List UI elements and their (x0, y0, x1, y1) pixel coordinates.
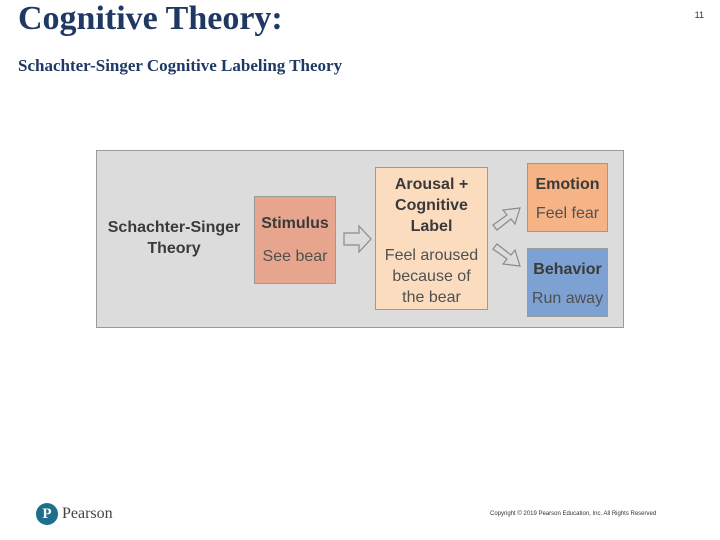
emotion-box: Emotion Feel fear (527, 163, 608, 232)
stimulus-sub: See bear (262, 248, 328, 265)
arrow-arousal-to-behavior-icon (492, 243, 521, 267)
emotion-title: Emotion (535, 176, 600, 193)
behavior-title: Behavior (533, 261, 602, 278)
slide-number: 11 (694, 10, 704, 20)
arousal-sub-line-1: Feel aroused (384, 247, 479, 264)
copyright-notice: Copyright © 2019 Pearson Education, Inc.… (490, 511, 657, 517)
arousal-title-line-1: Arousal + (394, 176, 469, 193)
arrow-arousal-to-emotion-icon (492, 207, 521, 231)
arousal-title-line-3: Label (410, 218, 453, 235)
arrow-stimulus-to-arousal-icon (343, 224, 372, 254)
pearson-logo: P Pearson (36, 502, 113, 526)
theory-label-line-1: Schachter-Singer (107, 219, 241, 236)
diagram-panel: Schachter-Singer Theory Stimulus See bea… (96, 150, 624, 328)
theory-label: Schachter-Singer Theory (103, 217, 245, 259)
pearson-p-icon: P (36, 503, 58, 525)
pearson-wordmark: Pearson (62, 505, 113, 522)
slide-subtitle: Schachter-Singer Cognitive Labeling Theo… (18, 56, 343, 75)
behavior-sub: Run away (531, 290, 604, 307)
stimulus-title: Stimulus (261, 215, 329, 232)
arousal-box: Arousal + Cognitive Label Feel aroused b… (375, 167, 488, 310)
slide-title: Cognitive Theory: (18, 0, 283, 37)
stimulus-box: Stimulus See bear (254, 196, 336, 284)
behavior-box: Behavior Run away (527, 248, 608, 317)
arousal-sub-line-3: the bear (402, 289, 461, 306)
arousal-sub-line-2: because of (392, 268, 471, 285)
arousal-title-line-2: Cognitive (395, 197, 468, 214)
emotion-sub: Feel fear (535, 205, 600, 222)
theory-label-line-2: Theory (147, 240, 201, 257)
